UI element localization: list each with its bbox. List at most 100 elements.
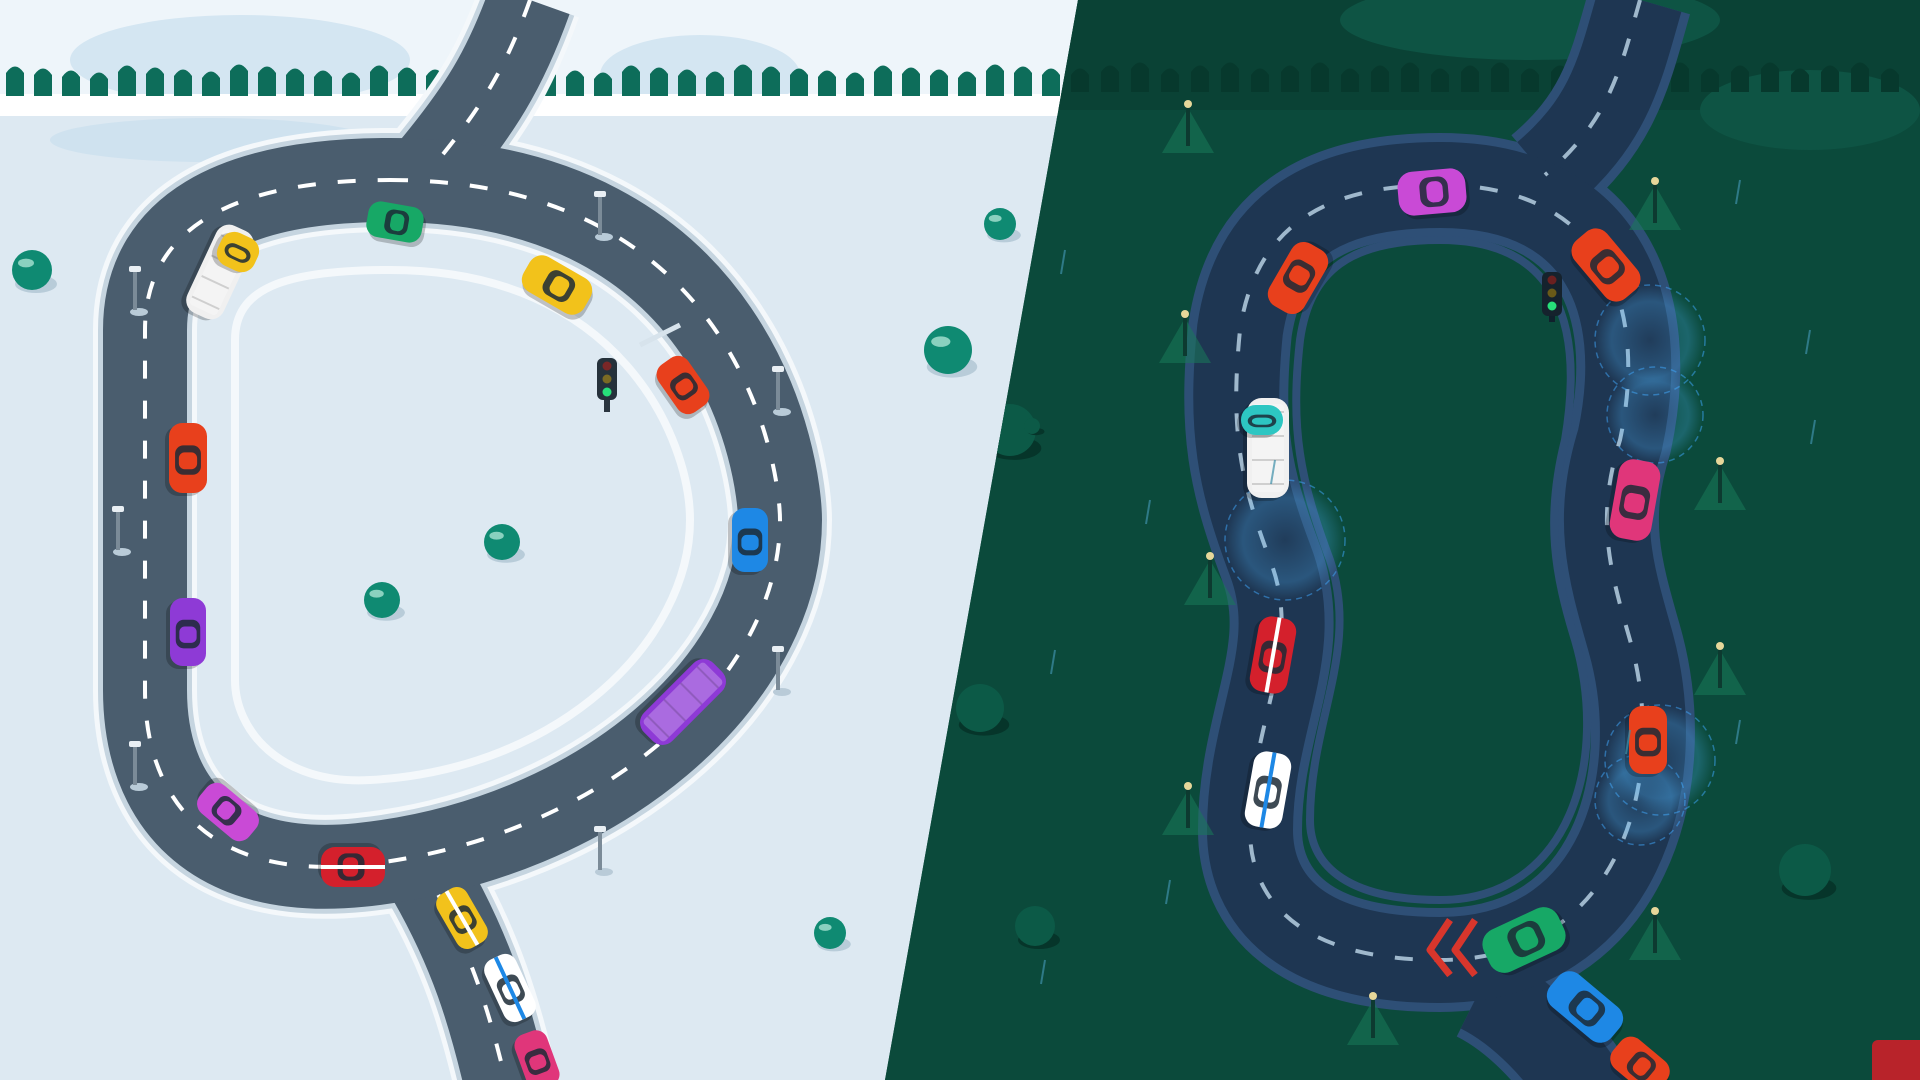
red-light	[602, 361, 612, 371]
tree	[650, 67, 668, 96]
splash-ripple	[1606, 366, 1704, 464]
tree	[1431, 68, 1449, 92]
red-light	[1547, 275, 1557, 285]
lamp-post	[1694, 457, 1746, 510]
tree	[286, 68, 304, 96]
tree	[1401, 62, 1419, 92]
tree	[342, 72, 360, 96]
tree	[1851, 62, 1869, 92]
rain-streaks	[1040, 179, 1816, 985]
car[interactable]	[477, 950, 541, 1030]
tree	[1071, 68, 1089, 92]
tree	[846, 72, 864, 96]
winter-scene	[0, 0, 1078, 1080]
tree	[118, 65, 136, 96]
car[interactable]	[1477, 901, 1575, 982]
lamp-posts	[1159, 100, 1746, 1045]
car[interactable]	[1562, 222, 1648, 312]
car[interactable]	[1538, 965, 1631, 1054]
tree	[1281, 65, 1299, 92]
tree	[1731, 65, 1749, 92]
car[interactable]	[728, 508, 768, 575]
bush	[1015, 906, 1060, 949]
bush	[1779, 844, 1837, 900]
lamp-post	[112, 506, 131, 556]
tree	[258, 66, 276, 96]
car[interactable]	[318, 843, 385, 887]
car[interactable]	[190, 773, 267, 847]
tree	[1014, 66, 1032, 96]
tree	[1371, 65, 1389, 92]
lamp-post	[129, 741, 148, 791]
green-light	[602, 387, 612, 397]
corner-car-edge	[1872, 1040, 1920, 1080]
tree	[146, 67, 164, 96]
tree	[1521, 68, 1539, 92]
tree	[1671, 62, 1689, 92]
car[interactable]	[1238, 749, 1293, 834]
lamp-post	[1629, 177, 1681, 230]
car[interactable]	[428, 883, 493, 958]
tree	[1251, 68, 1269, 92]
tree	[594, 72, 612, 96]
car[interactable]	[1602, 1031, 1677, 1080]
tree	[34, 68, 52, 96]
lamp-post	[129, 266, 148, 316]
car[interactable]	[515, 250, 600, 325]
tree	[1701, 68, 1719, 92]
car[interactable]	[648, 351, 716, 424]
tree	[314, 70, 332, 96]
tree	[902, 67, 920, 96]
tree	[678, 69, 696, 96]
tree	[874, 65, 892, 96]
tree	[1461, 65, 1479, 92]
car[interactable]	[1237, 405, 1283, 438]
tree	[90, 72, 108, 96]
tree	[6, 66, 24, 96]
car[interactable]	[1603, 456, 1663, 546]
tree	[1042, 68, 1060, 96]
car[interactable]	[166, 598, 206, 669]
tree	[62, 70, 80, 96]
lamp-post	[594, 826, 613, 876]
bush	[12, 250, 57, 293]
lamp-post	[1694, 642, 1746, 695]
splash-ripple	[1594, 284, 1706, 396]
traffic-light[interactable]	[597, 358, 617, 412]
bus[interactable]	[629, 650, 732, 753]
car[interactable]	[1396, 167, 1471, 221]
water-splashes	[1224, 284, 1716, 846]
tree	[1761, 62, 1779, 92]
tree	[566, 70, 584, 96]
lamp-post	[1162, 100, 1214, 153]
tree	[202, 71, 220, 96]
bush	[956, 684, 1010, 736]
horizon-line	[0, 94, 1078, 116]
tree	[230, 64, 248, 96]
car[interactable]	[207, 226, 263, 280]
car[interactable]	[1625, 706, 1667, 777]
bush	[484, 524, 525, 563]
car[interactable]	[165, 423, 207, 496]
bush	[364, 582, 405, 621]
lamp-post	[1347, 992, 1399, 1045]
lamp-post	[1629, 907, 1681, 960]
lamp-post	[1162, 782, 1214, 835]
traffic-light[interactable]	[1542, 272, 1562, 322]
tree	[1131, 62, 1149, 92]
car[interactable]	[1263, 234, 1339, 321]
tree	[398, 67, 416, 96]
tree	[1101, 65, 1119, 92]
lamp-post	[1184, 552, 1236, 605]
tree	[1821, 65, 1839, 92]
car[interactable]	[364, 199, 429, 249]
tree	[1191, 65, 1209, 92]
tree	[762, 66, 780, 96]
tree	[986, 64, 1004, 96]
car[interactable]	[1243, 614, 1298, 699]
tree	[1881, 68, 1899, 92]
dark-bushes	[956, 404, 1837, 949]
tree	[1491, 62, 1509, 92]
car[interactable]	[507, 1027, 564, 1080]
